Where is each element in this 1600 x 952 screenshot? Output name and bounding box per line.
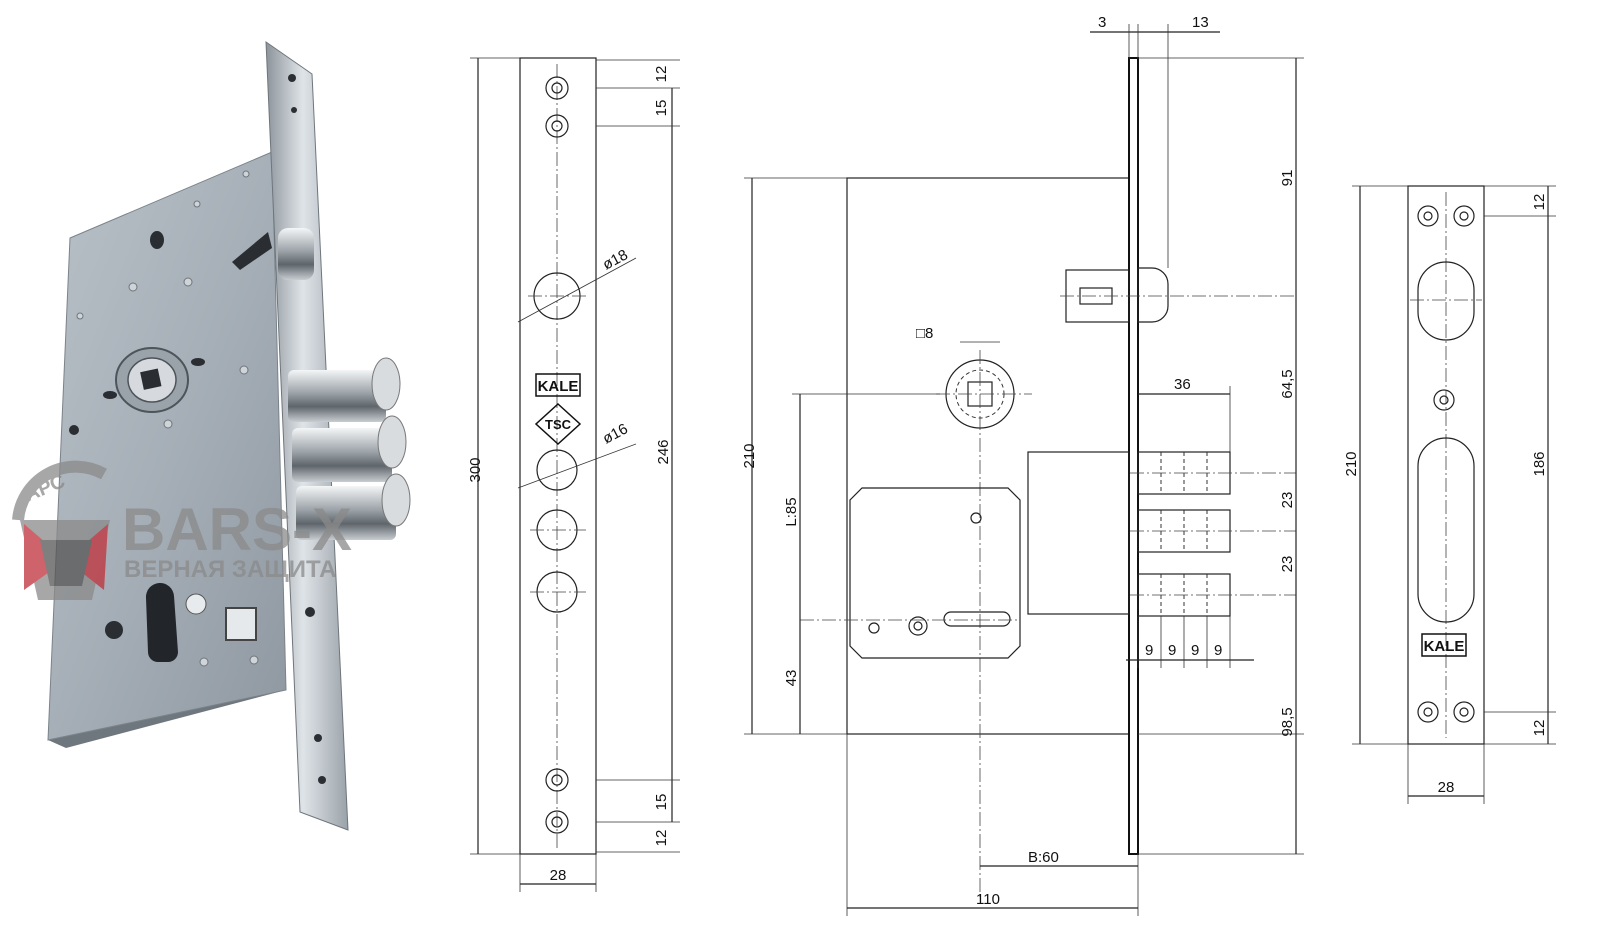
- euro-cylinder-hole: [145, 582, 178, 662]
- screw-hole: [545, 768, 569, 792]
- deadbolt-3d: [288, 357, 401, 422]
- deadbolts-3d: [288, 357, 411, 540]
- dim-strike-height: 210: [1343, 451, 1360, 476]
- dim-bolt-seg-4: 9: [1214, 642, 1222, 659]
- strike-screw-hole: [1453, 205, 1475, 227]
- latch-outline: [1060, 267, 1296, 323]
- dim-hole-span: 246: [655, 439, 672, 464]
- dim-bolt-seg-2: 9: [1168, 642, 1176, 659]
- kale-logo-strike: KALE: [1421, 633, 1467, 657]
- spindle-hub: □8: [916, 325, 1032, 900]
- dim-plate-thickness: 3: [1098, 14, 1106, 31]
- dim-strike-bottom-gap: 12: [1531, 720, 1548, 737]
- dim-cylinder-dia: ø18: [600, 246, 631, 273]
- dim-latch-to-bolt: 64,5: [1279, 369, 1296, 398]
- screw-hole: [545, 76, 569, 100]
- spindle-square: [140, 368, 162, 390]
- dim-total-height: 300: [467, 457, 484, 482]
- svg-text:KALE: KALE: [538, 378, 579, 395]
- watermark-tagline: ВЕРНАЯ ЗАЩИТА: [124, 556, 336, 583]
- deadbolt-3d: [292, 415, 407, 482]
- dim-latch-offset: 13: [1192, 14, 1209, 31]
- dim-bolt-seg-3: 9: [1191, 642, 1199, 659]
- lock-case-outline: [846, 177, 1130, 735]
- deadbolt-3d: [296, 473, 411, 540]
- dim-bolt-pitch-2: 23: [1279, 556, 1296, 573]
- watermark-brand: BARS-X: [122, 496, 352, 563]
- dim-bolt-to-bottom: 98,5: [1279, 707, 1296, 736]
- svg-text:TSC: TSC: [545, 417, 572, 432]
- strike-screw-hole: [1453, 701, 1475, 723]
- tsc-logo: TSC: [534, 402, 582, 446]
- dim-top-to-latch: 91: [1279, 170, 1296, 187]
- dim-top-gap-1: 12: [653, 66, 670, 83]
- dim-bottom-gap-2: 12: [653, 830, 670, 847]
- screw-hole: [545, 810, 569, 834]
- dim-strike-width: 28: [1438, 779, 1455, 796]
- dim-backset: B:60: [1028, 849, 1059, 866]
- body-view: □8: [741, 14, 1304, 916]
- svg-text:KALE: KALE: [1424, 638, 1465, 655]
- dim-width: 28: [550, 867, 567, 884]
- screw-hole: [545, 114, 569, 138]
- strike-plate-outline: [1407, 185, 1485, 745]
- bolt-opening: [1417, 437, 1475, 623]
- faceplate-outline: [519, 57, 597, 855]
- strike-screw-hole: [1417, 701, 1439, 723]
- dim-l-distance: L:85: [783, 497, 800, 526]
- dim-cyl-height: 43: [783, 670, 800, 687]
- watermark: АРС BARS-X ВЕРНАЯ ЗАЩИТА: [12, 460, 352, 600]
- dim-spindle: □8: [916, 325, 933, 342]
- dim-bolt-projection: 36: [1174, 376, 1191, 393]
- dim-strike-top-gap: 12: [1531, 194, 1548, 211]
- dim-body-width: 110: [976, 891, 1000, 908]
- dim-bottom-gap-1: 15: [653, 794, 670, 811]
- strike-screw-hole: [1417, 205, 1439, 227]
- dim-strike-hole-span: 186: [1531, 451, 1548, 476]
- deadbolts-outline: [1130, 451, 1296, 617]
- faceplate-view: KALE TSC 300 246 12 15 15 12: [467, 57, 680, 892]
- watermark-emblem-icon: [12, 460, 110, 600]
- strike-screw-hole: [1433, 389, 1455, 411]
- kale-logo: KALE: [535, 373, 581, 397]
- strike-view: KALE 210 186 12 12 28: [1343, 185, 1556, 804]
- latch-opening: [1417, 261, 1475, 341]
- dim-bolt-seg-1: 9: [1145, 642, 1153, 659]
- dim-bolt-dia: ø16: [600, 420, 631, 447]
- lock-product-render: [47, 41, 411, 831]
- dim-bolt-pitch-1: 23: [1279, 492, 1296, 509]
- faceplate-strip: [1128, 57, 1139, 855]
- bolt-hole: [536, 449, 578, 491]
- cylinder-plate: [800, 487, 1021, 659]
- dim-top-gap-2: 15: [653, 100, 670, 117]
- dim-body-height: 210: [741, 443, 758, 468]
- latch: [278, 228, 314, 280]
